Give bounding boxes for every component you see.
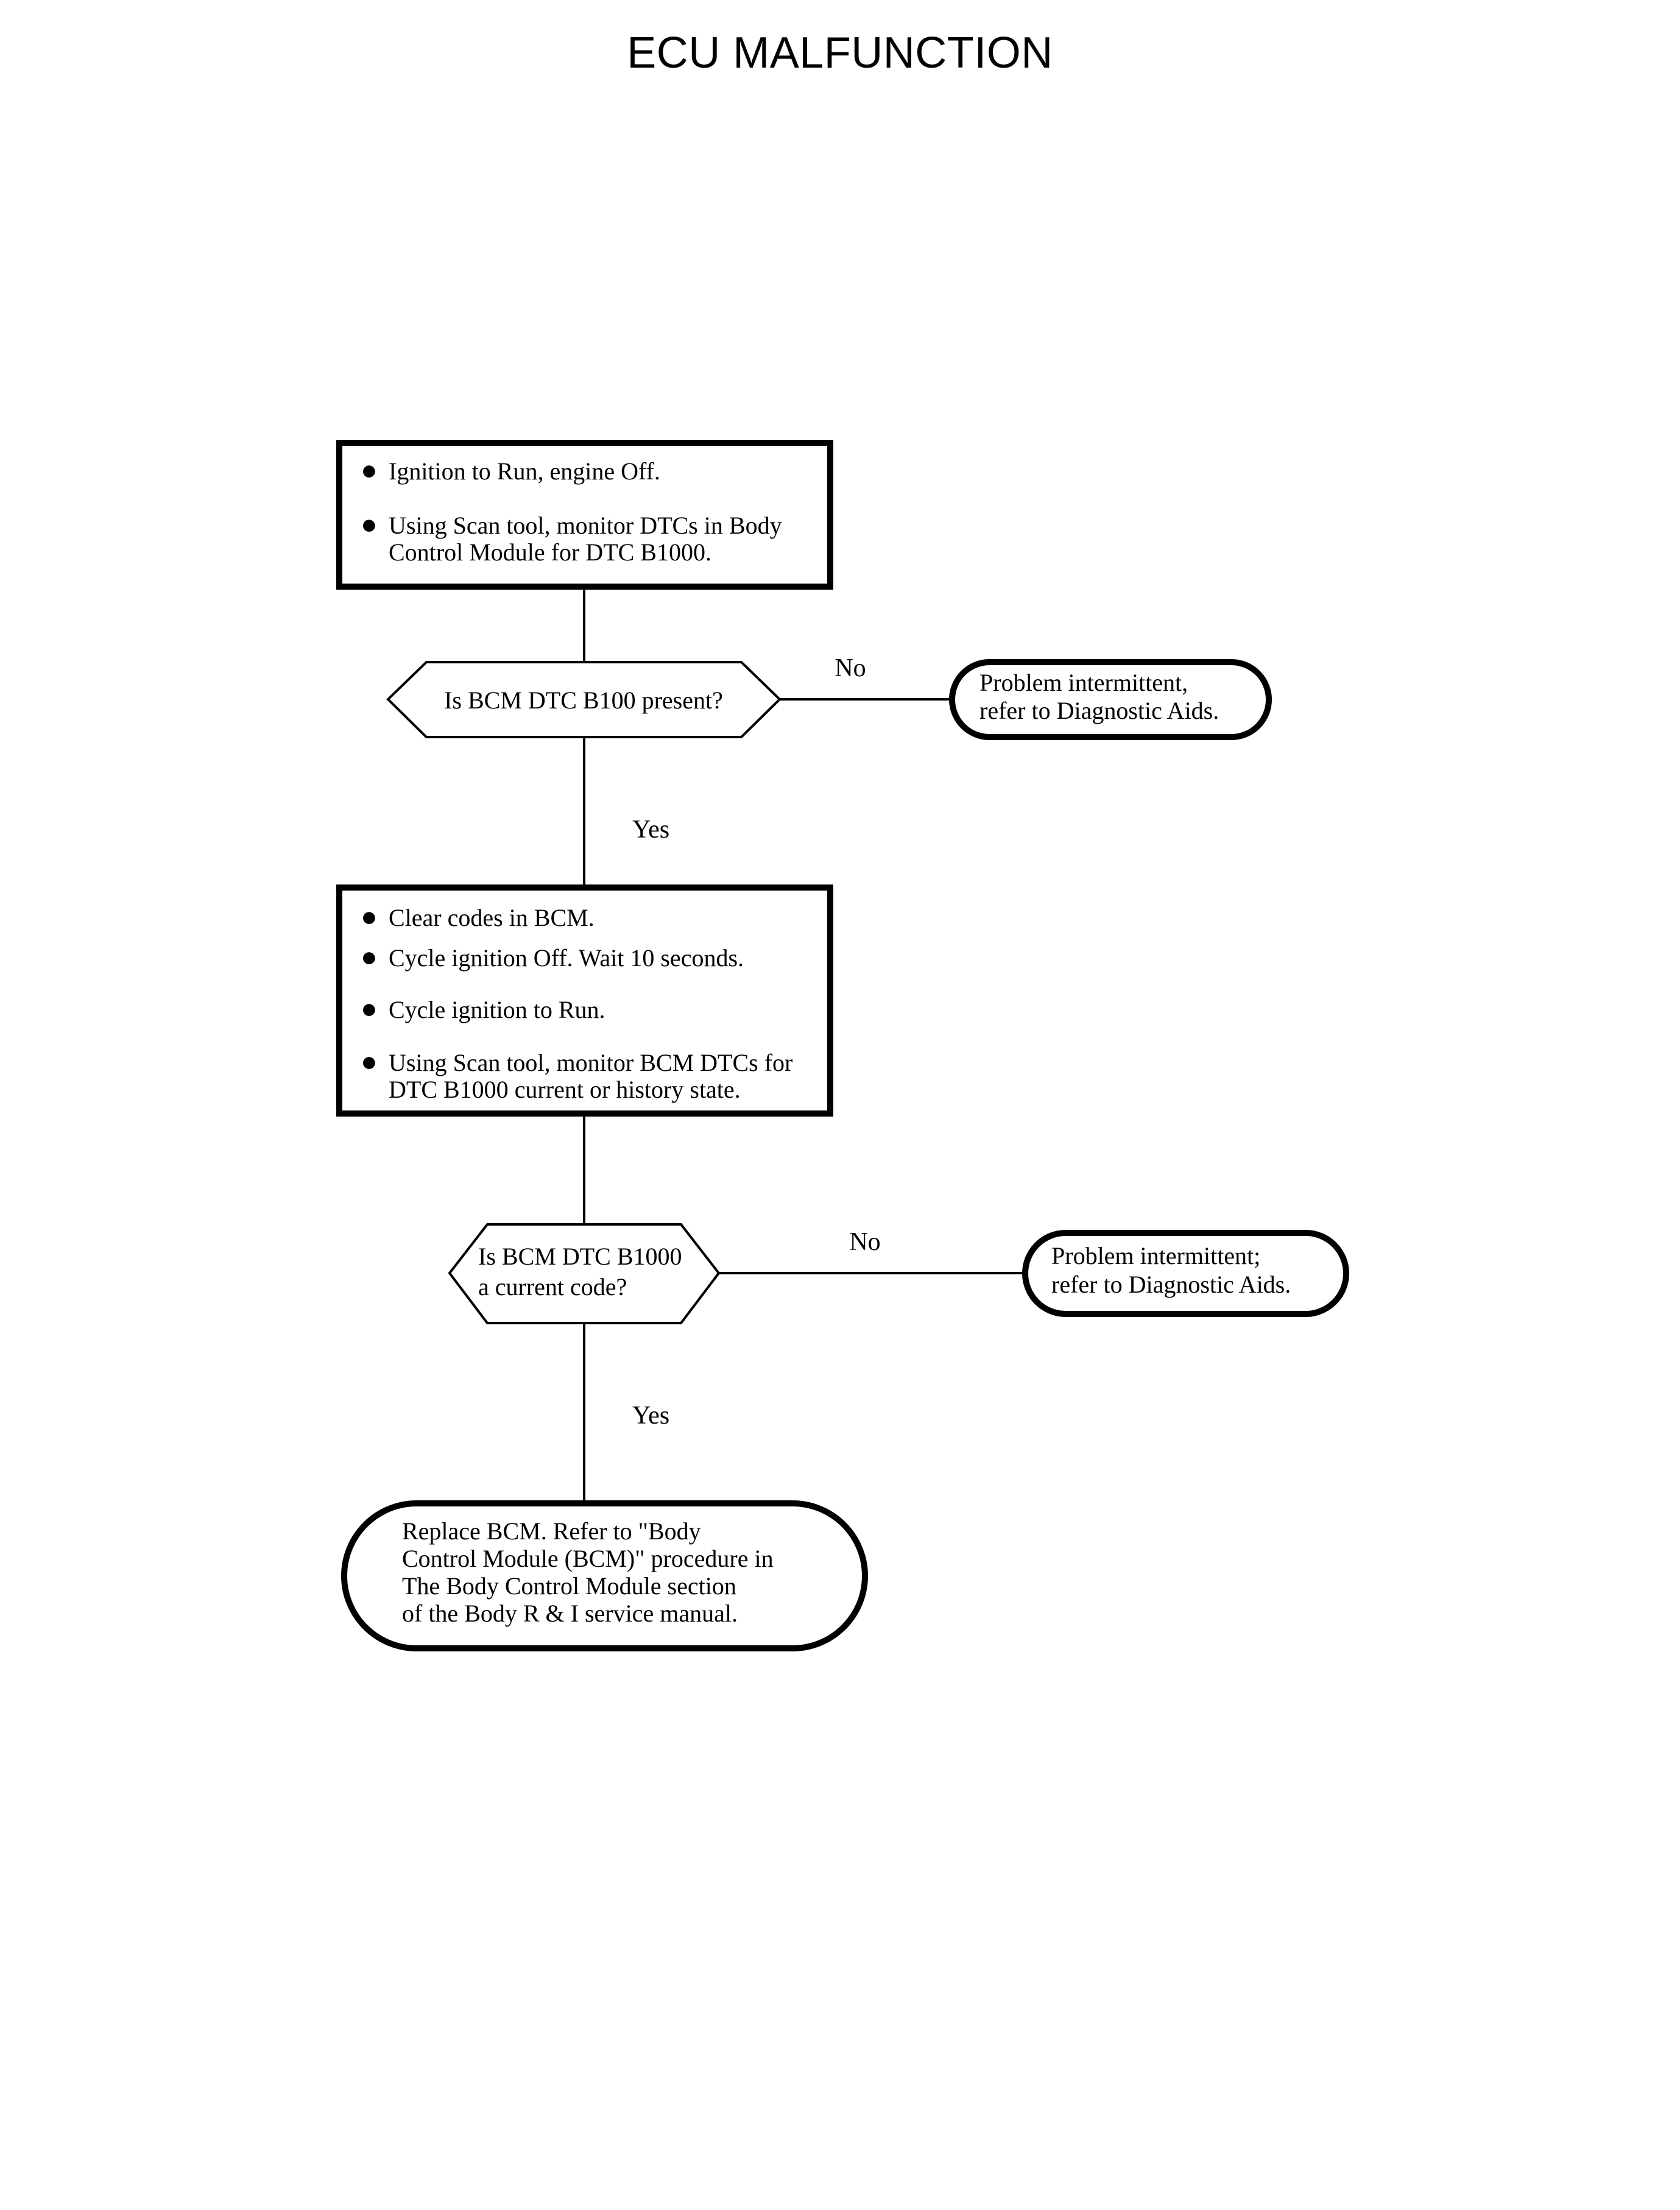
terminator2-stadium [1022,1230,1349,1317]
decision2-hexagon [448,1223,721,1324]
step2-bullet3-marker: ● [361,993,378,1024]
terminator2-line2: refer to Diagnostic Aids. [1051,1271,1291,1298]
page-title: ECU MALFUNCTION [627,29,1053,77]
terminator1-stadium [949,659,1272,740]
branch2-yes-label: Yes [632,1402,669,1430]
step2-bullet2-text: Cycle ignition Off. Wait 10 seconds. [389,944,744,972]
step1-bullet1-marker: ● [361,454,378,485]
terminator3-line2: Control Module (BCM)" procedure in [402,1545,774,1572]
branch2-no-label: No [849,1228,880,1256]
terminator3-line3: The Body Control Module section [402,1572,736,1600]
terminator2-line1: Problem intermittent; [1051,1242,1260,1269]
decision2-line2: a current code? [478,1273,627,1301]
step2-bullet3-text: Cycle ignition to Run. [389,996,605,1023]
decision2-line1: Is BCM DTC B1000 [478,1243,682,1270]
decision1-hexagon [386,661,782,738]
step2-box [336,884,833,1117]
terminator1-line2: refer to Diagnostic Aids. [979,697,1219,724]
step1-box [336,440,833,590]
terminator3-line1: Replace BCM. Refer to "Body [402,1517,701,1545]
step1-bullet2-line1: Using Scan tool, monitor DTCs in Body [389,512,782,539]
branch1-yes-label: Yes [632,816,669,844]
terminator3-stadium [341,1500,868,1651]
step2-bullet1-text: Clear codes in BCM. [389,904,595,931]
decision1-text: Is BCM DTC B100 present? [444,687,723,714]
step2-bullet4-line1: Using Scan tool, monitor BCM DTCs for [389,1049,792,1076]
step1-bullet2-marker: ● [361,509,378,540]
step2-bullet4-line2: DTC B1000 current or history state. [389,1076,741,1103]
terminator1-line1: Problem intermittent, [979,669,1188,696]
step2-bullet2-marker: ● [361,941,378,972]
step1-bullet1-text: Ignition to Run, engine Off. [389,457,660,485]
step2-bullet4-marker: ● [361,1046,378,1077]
step2-bullet1-marker: ● [361,901,378,932]
branch1-no-label: No [835,654,866,682]
terminator3-line4: of the Body R & I service manual. [402,1600,738,1627]
step1-bullet2-line2: Control Module for DTC B1000. [389,538,711,566]
